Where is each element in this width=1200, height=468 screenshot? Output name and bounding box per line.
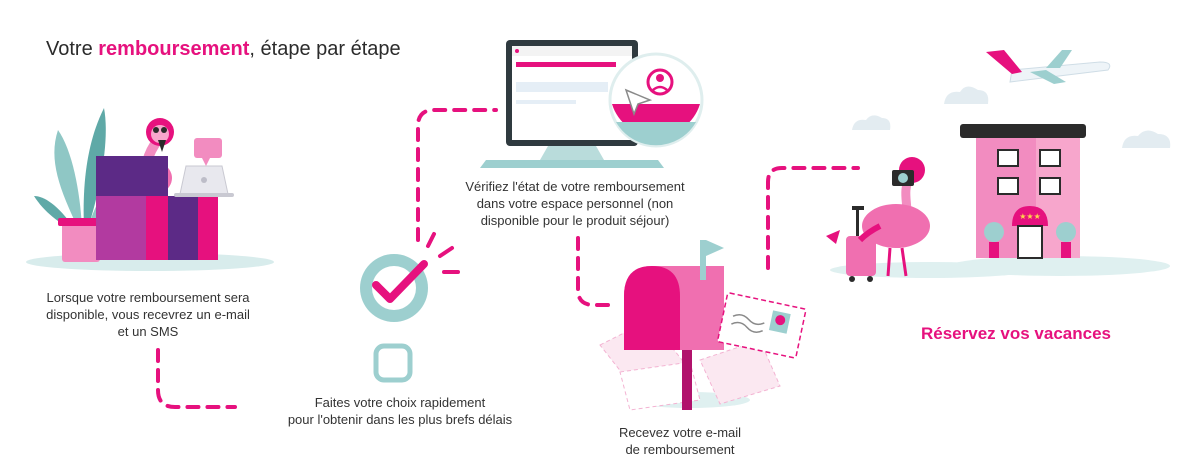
svg-text:★★★: ★★★ [1019,212,1041,221]
step3-caption: Vérifiez l'état de votre remboursement d… [465,179,685,228]
title-prefix: Votre [46,38,99,60]
laptop-icon [174,165,234,197]
step3-illustration [480,40,704,168]
camera-icon [892,170,914,186]
step1-illustration [26,108,274,271]
hotel-icon: ★★★ [960,124,1086,259]
user-avatar-icon [608,52,704,148]
checkbox-checked-icon [360,232,460,322]
connector-2-3 [416,108,498,242]
step5-illustration: ★★★ [826,50,1171,282]
connector-4-5 [766,166,860,270]
step4-illustration [599,240,807,411]
connector-1-2 [156,348,237,409]
book-holidays-cta[interactable]: Réservez vos vacances [921,324,1111,343]
envelope-icon [717,292,807,359]
dashed-connectors [156,108,860,409]
mailbox-icon [624,240,724,410]
cloud-icon [852,86,1171,148]
suitcase-icon [846,206,876,282]
tourist-flamingo [826,157,930,277]
step2-illustration [360,232,460,383]
title-suffix: , étape par étape [249,38,401,60]
step1-caption: Lorsque votre remboursement sera disponi… [46,290,250,339]
airplane-icon [986,50,1111,84]
title-highlight: remboursement [98,38,250,60]
step2-caption: Faites votre choix rapidement pour l'obt… [287,395,513,427]
cursor-arrow-icon [624,88,653,117]
connector-3-4 [576,236,610,307]
chat-bubble-icon [194,138,222,166]
page-title: Votre remboursement, étape par étape [46,38,401,61]
step4-caption: Recevez votre e-mail de remboursement [618,425,742,457]
computer-monitor-icon [480,40,664,168]
envelope-stack [599,319,781,411]
desk [96,156,218,260]
checkbox-empty-icon [373,343,413,383]
